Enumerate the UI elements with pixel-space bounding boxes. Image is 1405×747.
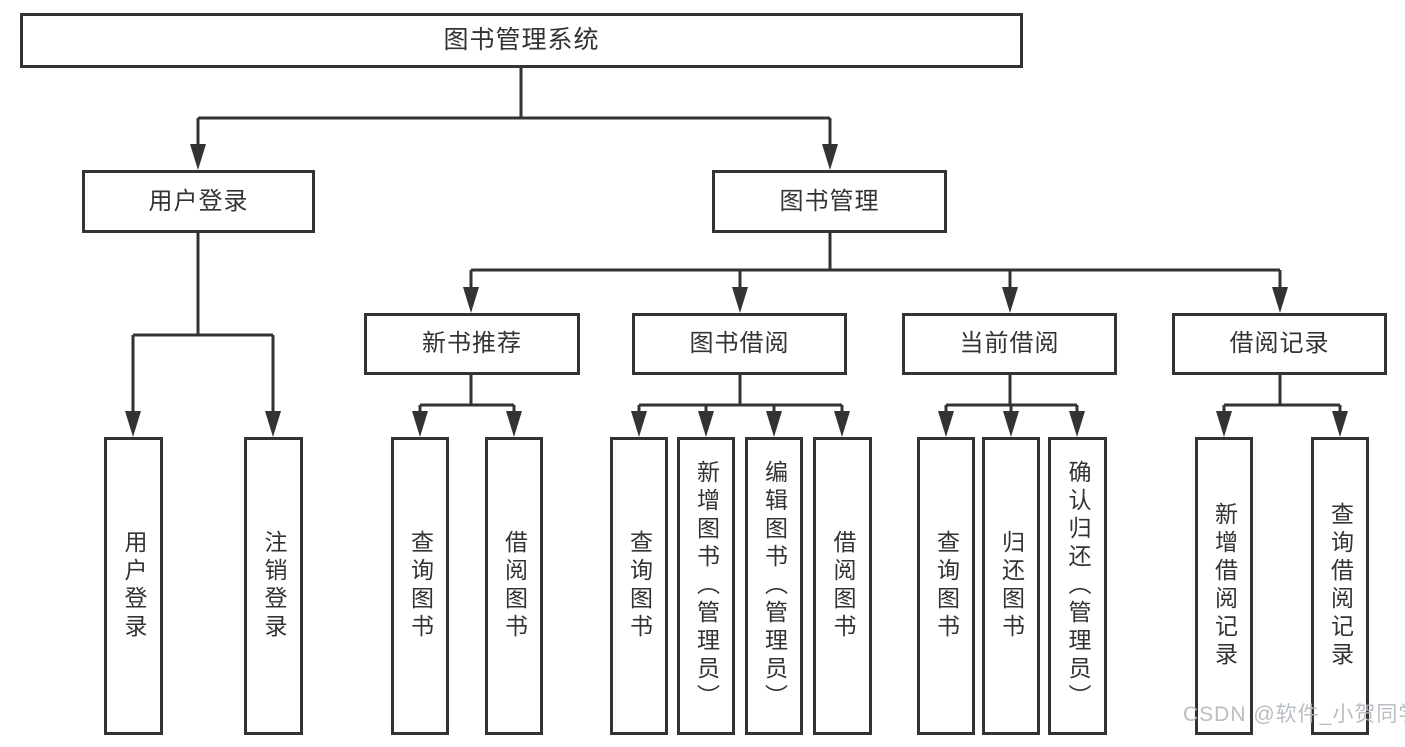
leaf-borrow-books-under-recommendation: 借阅图书 xyxy=(485,437,543,735)
node-root-system: 图书管理系统 xyxy=(20,13,1023,68)
leaf-borrow-books-under-borrowing: 借阅图书 xyxy=(813,437,872,735)
leaf-return-books: 归还图书 xyxy=(982,437,1040,735)
leaf-add-borrow-record: 新增借阅记录 xyxy=(1195,437,1253,735)
leaf-add-books-admin: 新增图书（管理员） xyxy=(677,437,735,735)
node-current-borrowing: 当前借阅 xyxy=(902,313,1117,375)
leaf-logout: 注销登录 xyxy=(244,437,303,735)
csdn-watermark: CSDN @软件_小贺同学 xyxy=(1183,703,1405,726)
leaf-query-books-under-borrowing: 查询图书 xyxy=(610,437,668,735)
leaf-user-login: 用户登录 xyxy=(104,437,163,735)
node-borrowing-records: 借阅记录 xyxy=(1172,313,1387,375)
leaf-query-borrow-record: 查询借阅记录 xyxy=(1311,437,1369,735)
leaf-query-books-under-current: 查询图书 xyxy=(917,437,975,735)
node-user-login: 用户登录 xyxy=(82,170,315,233)
node-new-book-recommendation: 新书推荐 xyxy=(364,313,580,375)
node-book-borrowing: 图书借阅 xyxy=(632,313,847,375)
leaf-confirm-return-admin: 确认归还（管理员） xyxy=(1048,437,1107,735)
leaf-query-books-under-recommendation: 查询图书 xyxy=(391,437,449,735)
node-book-management: 图书管理 xyxy=(712,170,947,233)
leaf-edit-books-admin: 编辑图书（管理员） xyxy=(745,437,803,735)
